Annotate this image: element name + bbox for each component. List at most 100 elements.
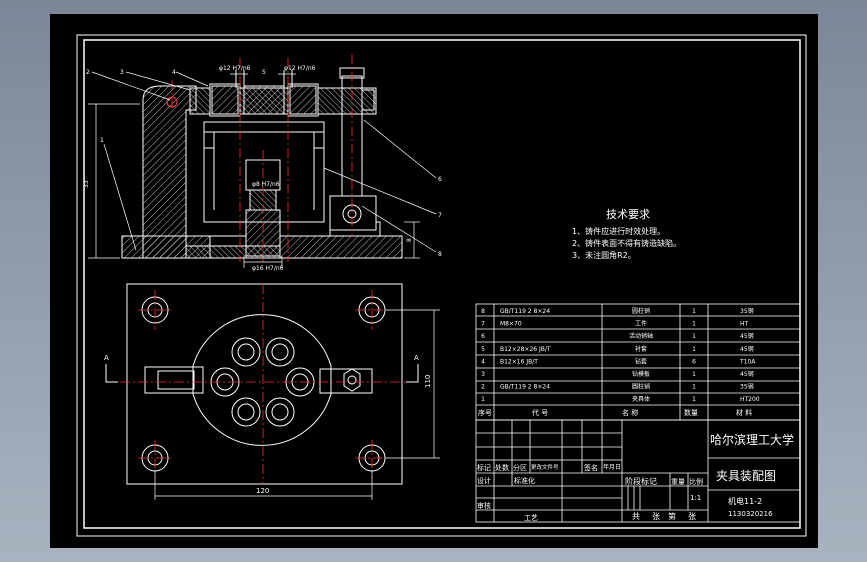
label-total: 共 bbox=[632, 512, 640, 521]
top-center-lines bbox=[120, 284, 408, 484]
parts-row-7-material: HT bbox=[740, 321, 749, 328]
parts-row-6-qty: 1 bbox=[692, 333, 696, 340]
tech-req-item-2: 2、铸件表面不得有铸造缺陷。 bbox=[572, 238, 681, 248]
balloon-7: 7 bbox=[438, 212, 442, 219]
dim-width: 120 bbox=[256, 487, 269, 495]
label-signature: 签名 bbox=[584, 463, 598, 472]
parts-row-1-no: 1 bbox=[481, 396, 485, 403]
scale-value: 1:1 bbox=[690, 494, 701, 502]
parts-row-2-code: GB/T119 2 8×24 bbox=[500, 384, 550, 391]
label-stage-mark: 阶段标记 bbox=[625, 476, 657, 486]
balloon-2: 2 bbox=[86, 69, 90, 76]
label-review: 审核 bbox=[477, 501, 491, 510]
tech-req-item-3: 3、未注圆角R2。 bbox=[572, 250, 636, 260]
parts-row-7-code: M8×70 bbox=[500, 321, 522, 328]
label-scale: 比例 bbox=[689, 477, 703, 486]
parts-row-6-material: 45钢 bbox=[740, 332, 754, 340]
parts-row-7-no: 7 bbox=[481, 321, 485, 328]
parts-row-2-material: 35钢 bbox=[740, 383, 754, 391]
front-dimension-lines bbox=[88, 71, 437, 268]
section-mark-right: A bbox=[414, 354, 419, 362]
label-zone: 分区 bbox=[513, 463, 527, 472]
label-weight: 重量 bbox=[671, 478, 685, 486]
top-dimension-texts: 120 110 A A bbox=[104, 354, 432, 495]
parts-row-3-name: 钻模板 bbox=[632, 370, 650, 378]
parts-row-8-name: 圆柱销 bbox=[632, 307, 650, 315]
parts-row-4-qty: 6 bbox=[692, 358, 696, 365]
parts-row-8-qty: 1 bbox=[692, 308, 696, 315]
parts-row-2-no: 2 bbox=[481, 384, 485, 391]
parts-row-3-no: 3 bbox=[481, 371, 485, 378]
dim-side-height: 33 bbox=[83, 180, 90, 188]
parts-row-2-name: 圆柱销 bbox=[632, 383, 650, 391]
label-count: 处数 bbox=[495, 463, 509, 472]
label-date: 年月日 bbox=[603, 463, 621, 471]
base-outline bbox=[126, 283, 403, 485]
parts-row-5-no: 5 bbox=[481, 346, 485, 353]
parts-row-7-name: 工件 bbox=[635, 320, 647, 328]
balloon-6: 6 bbox=[438, 176, 442, 183]
parts-row-1-qty: 1 bbox=[692, 396, 696, 403]
technical-requirements: 技术要求 1、铸件应进行时效处理。 2、铸件表面不得有铸造缺陷。 3、未注圆角R… bbox=[572, 208, 681, 260]
pivot-circle bbox=[166, 96, 178, 108]
top-dimension-lines bbox=[154, 309, 440, 500]
label-sheet: 张 bbox=[652, 512, 660, 521]
inner-frame bbox=[83, 39, 801, 529]
parts-row-5-material: 45钢 bbox=[740, 345, 754, 353]
drill-plate-outline bbox=[192, 314, 332, 446]
parts-row-8-code: GB/T119 2 8×24 bbox=[500, 308, 550, 315]
parts-row-4-name: 钻套 bbox=[635, 357, 647, 365]
header-material: 材 料 bbox=[736, 408, 752, 417]
tech-req-item-1: 1、铸件应进行时效处理。 bbox=[572, 226, 665, 236]
label-standardize: 标准化 bbox=[514, 476, 535, 485]
label-design: 设计 bbox=[477, 476, 491, 485]
dim-bore-mid: φ12 H7/n6 bbox=[284, 65, 316, 72]
outer-frame bbox=[76, 34, 807, 537]
parts-list-header: 序号 代 号 名 称 数量 材 料 bbox=[478, 408, 752, 417]
drawing-number: 机电11-2 bbox=[728, 496, 762, 506]
label-sheet-end: 张 bbox=[688, 512, 696, 521]
label-sheet-no: 第 bbox=[668, 511, 676, 521]
label-change-doc: 更改文件号 bbox=[531, 463, 559, 471]
dim-bore-pin: φ8 H7/n6 bbox=[252, 181, 280, 188]
student-number: 1130320216 bbox=[728, 510, 773, 518]
parts-row-5-code: B12×28×26 JB/T bbox=[500, 346, 551, 353]
parts-row-4-material: T10A bbox=[739, 358, 756, 365]
balloon-8: 8 bbox=[438, 251, 442, 258]
front-section-view bbox=[121, 67, 403, 259]
label-mark: 标记 bbox=[477, 463, 491, 472]
parts-row-8-material: 35钢 bbox=[740, 307, 754, 315]
parts-row-3-qty: 1 bbox=[692, 371, 696, 378]
top-view bbox=[105, 283, 419, 485]
dim-height: 110 bbox=[424, 375, 432, 388]
parts-row-1-name: 夹具体 bbox=[632, 395, 650, 403]
title-block bbox=[475, 419, 801, 523]
header-qty: 数量 bbox=[684, 408, 698, 417]
dim-bore-top: φ12 H7/n6 bbox=[219, 65, 251, 72]
parts-row-5-name: 衬套 bbox=[635, 345, 647, 353]
parts-row-2-qty: 1 bbox=[692, 384, 696, 391]
balloon-3: 3 bbox=[120, 69, 124, 76]
header-code: 代 号 bbox=[532, 408, 548, 417]
drawing-title: 夹具装配图 bbox=[716, 469, 776, 483]
parts-row-4-no: 4 bbox=[481, 358, 485, 365]
section-mark-left: A bbox=[104, 354, 109, 362]
university-name: 哈尔滨理工大学 bbox=[710, 432, 794, 447]
tech-req-title: 技术要求 bbox=[606, 208, 650, 221]
balloon-5: 5 bbox=[262, 69, 266, 76]
parts-row-4-code: B12×16 JB/T bbox=[500, 358, 538, 365]
parts-row-3-material: 45钢 bbox=[740, 370, 754, 378]
dim-bore-base: φ16 H7/n6 bbox=[252, 265, 284, 272]
title-block-texts: 哈尔滨理工大学 夹具装配图 机电11-2 1130320216 标记 处数 分区… bbox=[477, 432, 794, 522]
parts-row-6-no: 6 bbox=[481, 333, 485, 340]
front-dimension-texts: 33 8 φ12 H7/n6 φ12 H7/n6 φ8 H7/n6 φ16 H7… bbox=[83, 65, 442, 272]
parts-row-5-qty: 1 bbox=[692, 346, 696, 353]
parts-row-7-qty: 1 bbox=[692, 321, 696, 328]
dim-thickness: 8 bbox=[406, 238, 413, 242]
header-no: 序号 bbox=[478, 408, 492, 417]
label-process: 工艺 bbox=[524, 514, 538, 522]
parts-row-1-material: HT200 bbox=[740, 396, 760, 403]
balloon-4: 4 bbox=[172, 69, 176, 76]
